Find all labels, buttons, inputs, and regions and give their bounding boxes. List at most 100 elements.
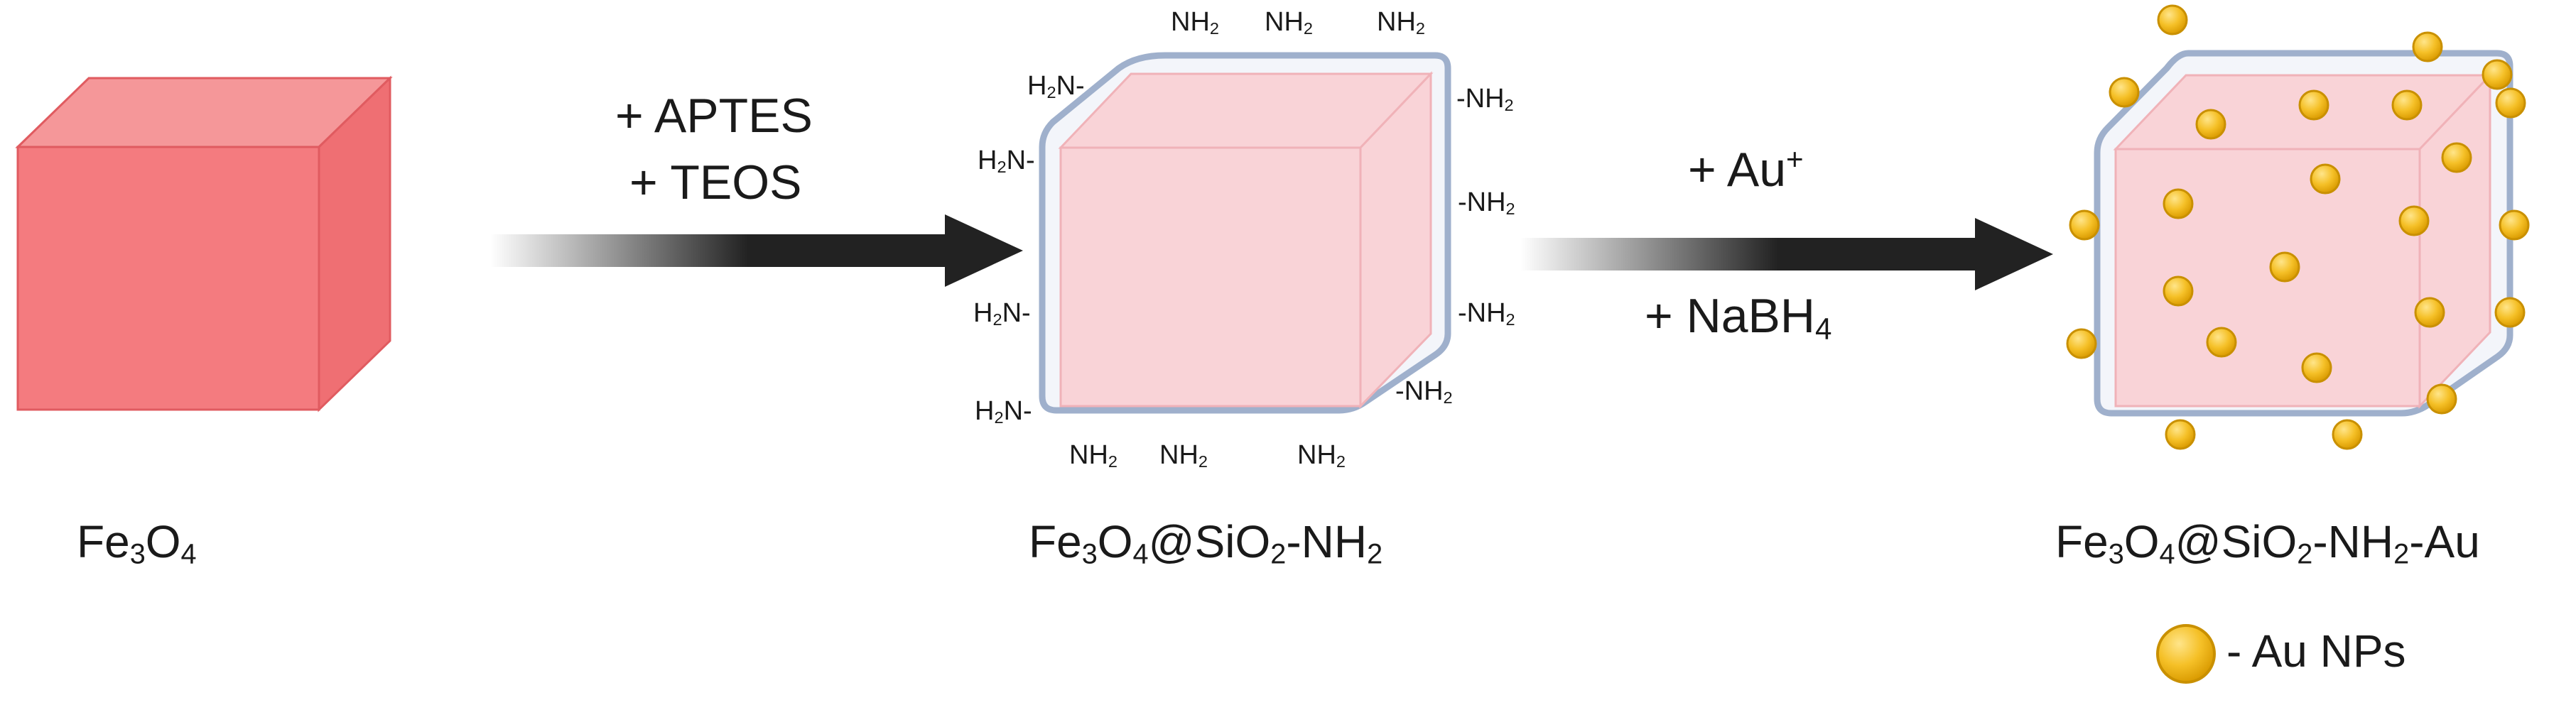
amine-text: -NH xyxy=(1395,376,1444,406)
amine-subscript: 2 xyxy=(994,408,1004,427)
amine-group-8: -NH2 xyxy=(1456,84,1514,115)
reaction-arrow-2 xyxy=(1520,218,2053,290)
gold-nanoparticle xyxy=(2206,327,2237,358)
amine-group-7: H2N- xyxy=(975,396,1032,427)
amine-text: NH xyxy=(1297,440,1336,470)
amine-text: H xyxy=(973,298,993,328)
gold-nanoparticle xyxy=(2332,419,2363,450)
amine-text-tail: N- xyxy=(1002,298,1031,328)
gold-nanoparticle xyxy=(2195,109,2226,140)
core-o-sub: 4 xyxy=(180,538,197,570)
amine-text: H xyxy=(1027,71,1047,101)
amine-subscript: 2 xyxy=(1303,19,1313,38)
core-o: O xyxy=(145,516,181,567)
amine-subscript: 2 xyxy=(1198,452,1208,471)
reagent-nabh-base: + NaBH xyxy=(1645,289,1815,343)
gold-nanoparticle xyxy=(2414,297,2445,328)
amine-text-tail: N- xyxy=(1056,71,1085,101)
reagent-aptes: + APTES xyxy=(615,89,813,143)
arrow-1-shaft xyxy=(490,234,959,267)
reagent-au-base: + Au xyxy=(1688,143,1787,197)
reaction-arrow-1 xyxy=(490,214,1023,287)
reagent-nabh4: + NaBH4 xyxy=(1645,288,1831,346)
gold-fe-sub: 3 xyxy=(2108,538,2124,570)
amine-text-tail: N- xyxy=(1006,146,1035,175)
coated-cube-front xyxy=(1059,146,1362,408)
amine-group-13: NH2 xyxy=(1159,440,1208,471)
gold-nh: -NH xyxy=(2312,516,2394,567)
amine-text: NH xyxy=(1377,7,1416,37)
amine-subscript: 2 xyxy=(1505,310,1515,329)
arrow-2-shaft xyxy=(1520,238,1989,270)
gold-nanoparticle xyxy=(2301,352,2332,383)
amine-subscript: 2 xyxy=(997,158,1007,177)
amine-subscript: 2 xyxy=(1415,19,1425,38)
amine-group-5: H2N- xyxy=(978,146,1035,177)
amine-sio: @SiO xyxy=(1148,516,1271,567)
amine-text: NH xyxy=(1171,7,1210,37)
fe3o4-cube xyxy=(15,75,393,412)
label-fe3o4-sio2-nh2: Fe3O4@SiO2-NH2 xyxy=(1029,515,1382,571)
gold-o-sub: 4 xyxy=(2159,538,2175,570)
gold-nanoparticles xyxy=(2066,4,2530,450)
amine-group-4: H2N- xyxy=(1027,71,1085,102)
amine-o-sub: 4 xyxy=(1132,538,1149,570)
amine-sio-sub: 2 xyxy=(1270,538,1287,570)
amine-subscript: 2 xyxy=(1046,83,1056,102)
gold-nanoparticle xyxy=(2066,328,2097,359)
amine-subscript: 2 xyxy=(1108,452,1117,471)
gold-nanoparticle xyxy=(2494,297,2526,328)
gold-nanoparticle xyxy=(2499,209,2530,241)
amine-group-6: H2N- xyxy=(973,298,1031,329)
label-fe3o4: Fe3O4 xyxy=(77,515,197,571)
amine-coated-particle xyxy=(1039,52,1451,414)
reagent-teos: + TEOS xyxy=(629,155,802,209)
amine-fe: Fe xyxy=(1029,516,1082,567)
arrow-1-head xyxy=(945,214,1023,287)
reagent-nabh-subscript: 4 xyxy=(1815,312,1832,346)
amine-text: H xyxy=(978,146,997,175)
gold-o: O xyxy=(2123,516,2160,567)
label-fe3o4-sio2-nh2-au: Fe3O4@SiO2-NH2-Au xyxy=(2055,515,2480,571)
gold-au: -Au xyxy=(2409,516,2480,567)
gold-nanoparticle xyxy=(2310,163,2341,195)
amine-text: NH xyxy=(1265,7,1304,37)
gold-nanoparticle xyxy=(2163,275,2194,307)
amine-group-12: NH2 xyxy=(1069,440,1117,471)
amine-subscript: 2 xyxy=(992,310,1002,329)
gold-nanoparticle xyxy=(2391,89,2423,121)
gold-sio: @SiO xyxy=(2175,516,2298,567)
gold-nanoparticle xyxy=(2069,209,2100,241)
amine-text: -NH xyxy=(1456,84,1505,114)
amine-o: O xyxy=(1097,516,1133,567)
gold-nanoparticle xyxy=(2298,89,2329,121)
reagent-au-charge: + xyxy=(1786,142,1804,176)
amine-nh-sub: 2 xyxy=(1367,538,1383,570)
gold-nanoparticle xyxy=(2157,4,2188,35)
amine-group-2: NH2 xyxy=(1265,7,1313,38)
amine-nh: -NH xyxy=(1286,516,1368,567)
arrow-2-head xyxy=(1975,218,2053,290)
gold-nanoparticle xyxy=(2163,188,2194,219)
amine-group-3: NH2 xyxy=(1377,7,1425,38)
gold-nanoparticle xyxy=(2426,383,2457,415)
amine-subscript: 2 xyxy=(1505,200,1515,219)
cube-front-face xyxy=(16,146,320,411)
au-cube-front xyxy=(2114,148,2421,408)
gold-nh-sub: 2 xyxy=(2393,538,2410,570)
amine-text-tail: N- xyxy=(1003,396,1032,426)
amine-group-9: -NH2 xyxy=(1458,187,1515,219)
amine-group-10: -NH2 xyxy=(1458,298,1515,329)
amine-text: NH xyxy=(1159,440,1198,470)
amine-subscript: 2 xyxy=(1336,452,1346,471)
amine-text: -NH xyxy=(1458,298,1506,328)
amine-fe-sub: 3 xyxy=(1081,538,1098,570)
gold-nanoparticle xyxy=(2441,142,2472,173)
amine-subscript: 2 xyxy=(1209,19,1219,38)
gold-nanoparticle xyxy=(2412,31,2443,62)
gold-fe: Fe xyxy=(2055,516,2109,567)
amine-text: NH xyxy=(1069,440,1108,470)
amine-text: -NH xyxy=(1458,187,1506,217)
core-fe-sub: 3 xyxy=(129,538,146,570)
